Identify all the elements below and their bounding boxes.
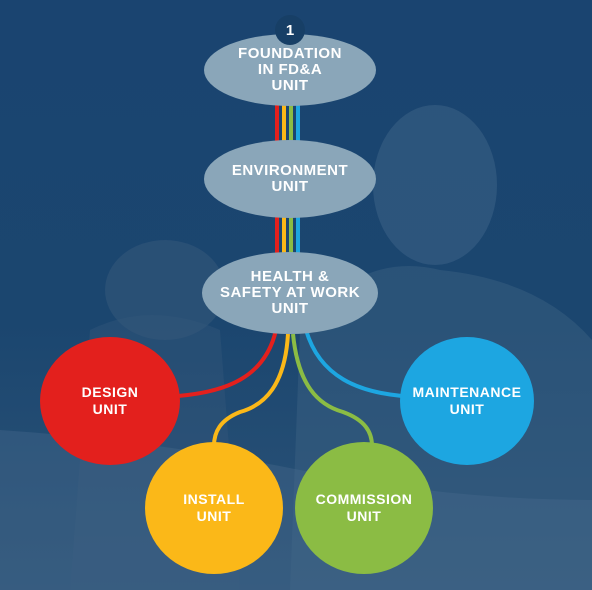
branch-line-design	[177, 329, 278, 398]
step-number-badge: 1	[275, 15, 305, 45]
health-safety-unit-label: HEALTH & SAFETY AT WORK UNIT	[219, 268, 361, 317]
branch-line-commission	[291, 333, 374, 447]
maintenance-unit-label: MAINTENANCE UNIT	[412, 384, 522, 417]
health-safety-unit-node: HEALTH & SAFETY AT WORK UNIT	[202, 252, 378, 334]
environment-unit-label: ENVIRONMENT UNIT	[231, 162, 349, 195]
install-unit-node: INSTALL UNIT	[145, 442, 283, 574]
design-unit-node: DESIGN UNIT	[40, 337, 180, 465]
commission-unit-node: COMMISSION UNIT	[295, 442, 433, 574]
branch-line-install	[212, 333, 290, 447]
foundation-unit-node: FOUNDATION IN FD&A UNIT	[204, 34, 376, 106]
environment-unit-node: ENVIRONMENT UNIT	[204, 140, 376, 218]
foundation-unit-label: FOUNDATION IN FD&A UNIT	[238, 45, 342, 94]
branch-line-maintenance	[304, 329, 403, 398]
design-unit-label: DESIGN UNIT	[81, 384, 139, 417]
commission-unit-label: COMMISSION UNIT	[315, 491, 413, 524]
install-unit-label: INSTALL UNIT	[183, 491, 245, 524]
maintenance-unit-node: MAINTENANCE UNIT	[400, 337, 534, 465]
